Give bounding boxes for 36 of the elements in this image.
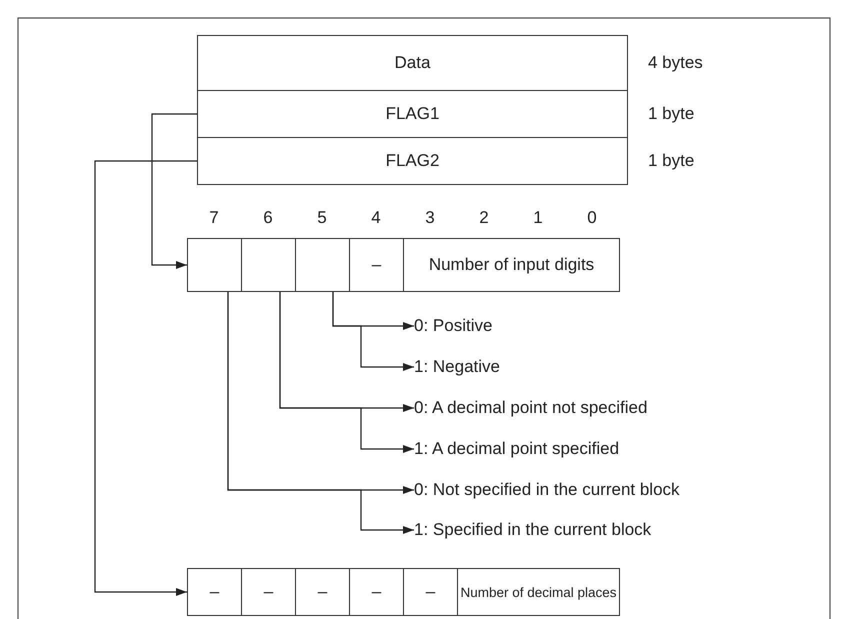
option-label: 1: A decimal point specified bbox=[414, 436, 814, 462]
bit-cell: – bbox=[403, 568, 458, 616]
bit-cell bbox=[295, 238, 350, 292]
bit-cell: – bbox=[349, 238, 404, 292]
bit-number: 0 bbox=[586, 207, 598, 229]
bit-cell: – bbox=[241, 568, 296, 616]
bit-number: 5 bbox=[316, 207, 328, 229]
arrow bbox=[94, 160, 197, 596]
bit-number: 6 bbox=[262, 207, 274, 229]
size-label: 1 byte bbox=[648, 150, 694, 172]
option-label: 0: Not specified in the current block bbox=[414, 477, 814, 503]
bit-cell bbox=[187, 238, 242, 292]
size-label: 1 byte bbox=[648, 103, 694, 125]
arrow bbox=[279, 292, 414, 453]
option-label: 0: Positive bbox=[414, 313, 814, 339]
bit-cell: – bbox=[349, 568, 404, 616]
option-label: 1: Negative bbox=[414, 354, 814, 380]
bit-field-cell: Number of decimal places bbox=[457, 568, 620, 616]
field-box: FLAG2 bbox=[197, 137, 628, 185]
bit-cell: – bbox=[187, 568, 242, 616]
arrow bbox=[332, 292, 414, 371]
bit-cell bbox=[241, 238, 296, 292]
bit-number: 3 bbox=[424, 207, 436, 229]
bit-field-cell: Number of input digits bbox=[403, 238, 620, 292]
field-box: FLAG1 bbox=[197, 90, 628, 138]
bit-number: 1 bbox=[532, 207, 544, 229]
bit-number: 7 bbox=[208, 207, 220, 229]
size-label: 4 bytes bbox=[648, 52, 703, 74]
arrow bbox=[151, 113, 197, 269]
option-label: 0: A decimal point not specified bbox=[414, 395, 814, 421]
bit-number: 2 bbox=[478, 207, 490, 229]
bit-number: 4 bbox=[370, 207, 382, 229]
field-box: Data bbox=[197, 35, 628, 91]
arrow bbox=[227, 292, 414, 534]
bit-cell: – bbox=[295, 568, 350, 616]
option-label: 1: Specified in the current block bbox=[414, 517, 814, 543]
